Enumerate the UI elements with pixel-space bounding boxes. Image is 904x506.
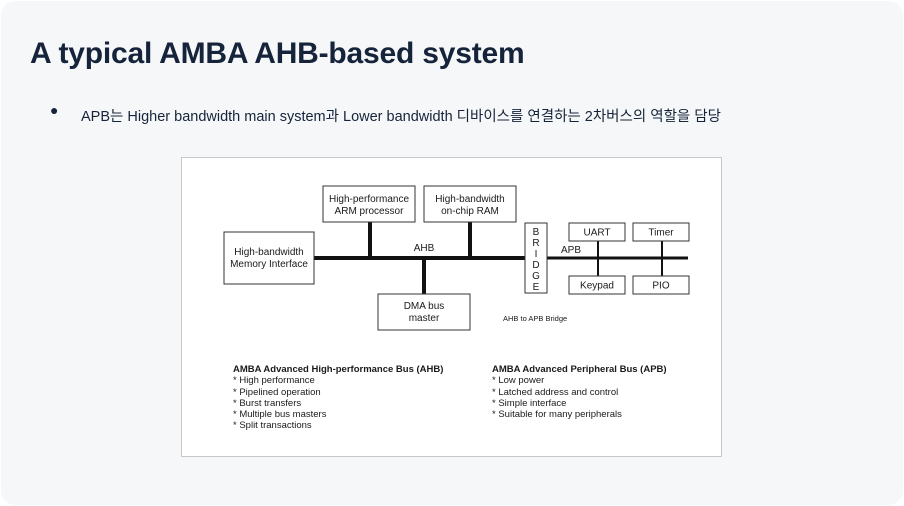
slide-title: A typical AMBA AHB-based system [30, 37, 525, 70]
pio-label: PIO [652, 281, 669, 292]
memory-interface-line2: Memory Interface [230, 259, 308, 270]
dma-line1: DMA bus [404, 301, 445, 312]
timer-label: Timer [648, 228, 674, 239]
onchip-ram-line2: on-chip RAM [441, 206, 499, 217]
ahb-legend-item: * Split transactions [233, 420, 312, 432]
bridge-letter: R [532, 238, 539, 249]
apb-legend-item: * Suitable for many peripherals [492, 409, 622, 421]
bridge-letter: B [533, 227, 540, 238]
apb-legend-item: * Low power [492, 375, 545, 387]
apb-legend-item: * Latched address and control [492, 386, 619, 398]
ahb-legend-item: * High performance [233, 375, 315, 387]
onchip-ram-box: High-bandwidth on-chip RAM [423, 185, 517, 223]
bullet-dot: ● [50, 102, 59, 118]
ahb-label: AHB [414, 243, 435, 254]
bridge-letter: I [535, 249, 538, 260]
bridge-letter: D [532, 260, 539, 271]
memory-interface-box: High-bandwidth Memory Interface [223, 231, 315, 285]
uart-box: UART [568, 222, 626, 242]
bridge-letter: E [533, 282, 540, 293]
apb-legend-item: * Simple interface [492, 397, 567, 409]
bullet-text: APB는 Higher bandwidth main system과 Lower… [81, 109, 721, 125]
apb-legend-heading: AMBA Advanced Peripheral Bus (APB) [492, 364, 667, 375]
arm-processor-line2: ARM processor [335, 206, 405, 217]
arm-processor-box: High-performance ARM processor [322, 185, 416, 223]
dma-line2: master [409, 313, 440, 324]
ahb-legend-item: * Pipelined operation [233, 386, 321, 398]
pio-box: PIO [632, 275, 690, 295]
bridge-letter: G [532, 271, 540, 282]
amba-diagram-figure: High-bandwidth Memory Interface High-per… [181, 157, 722, 457]
ahb-legend-heading: AMBA Advanced High-performance Bus (AHB) [233, 364, 444, 375]
apb-legend: AMBA Advanced Peripheral Bus (APB) * Low… [492, 364, 667, 420]
arm-processor-line1: High-performance [329, 194, 409, 205]
ahb-legend: AMBA Advanced High-performance Bus (AHB)… [233, 364, 443, 432]
timer-box: Timer [632, 222, 690, 242]
ahb-legend-item: * Burst transfers [233, 397, 302, 409]
amba-diagram: High-bandwidth Memory Interface High-per… [223, 185, 690, 331]
ahb-legend-item: * Multiple bus masters [233, 409, 327, 421]
keypad-box: Keypad [568, 275, 626, 295]
bridge-box: B R I D G E [524, 222, 548, 294]
onchip-ram-line1: High-bandwidth [435, 194, 505, 205]
memory-interface-line1: High-bandwidth [234, 247, 304, 258]
apb-label: APB [561, 245, 581, 256]
uart-label: UART [583, 228, 610, 239]
dma-bus-master-box: DMA bus master [377, 293, 471, 331]
keypad-label: Keypad [580, 281, 614, 292]
bridge-caption: AHB to APB Bridge [503, 314, 567, 323]
